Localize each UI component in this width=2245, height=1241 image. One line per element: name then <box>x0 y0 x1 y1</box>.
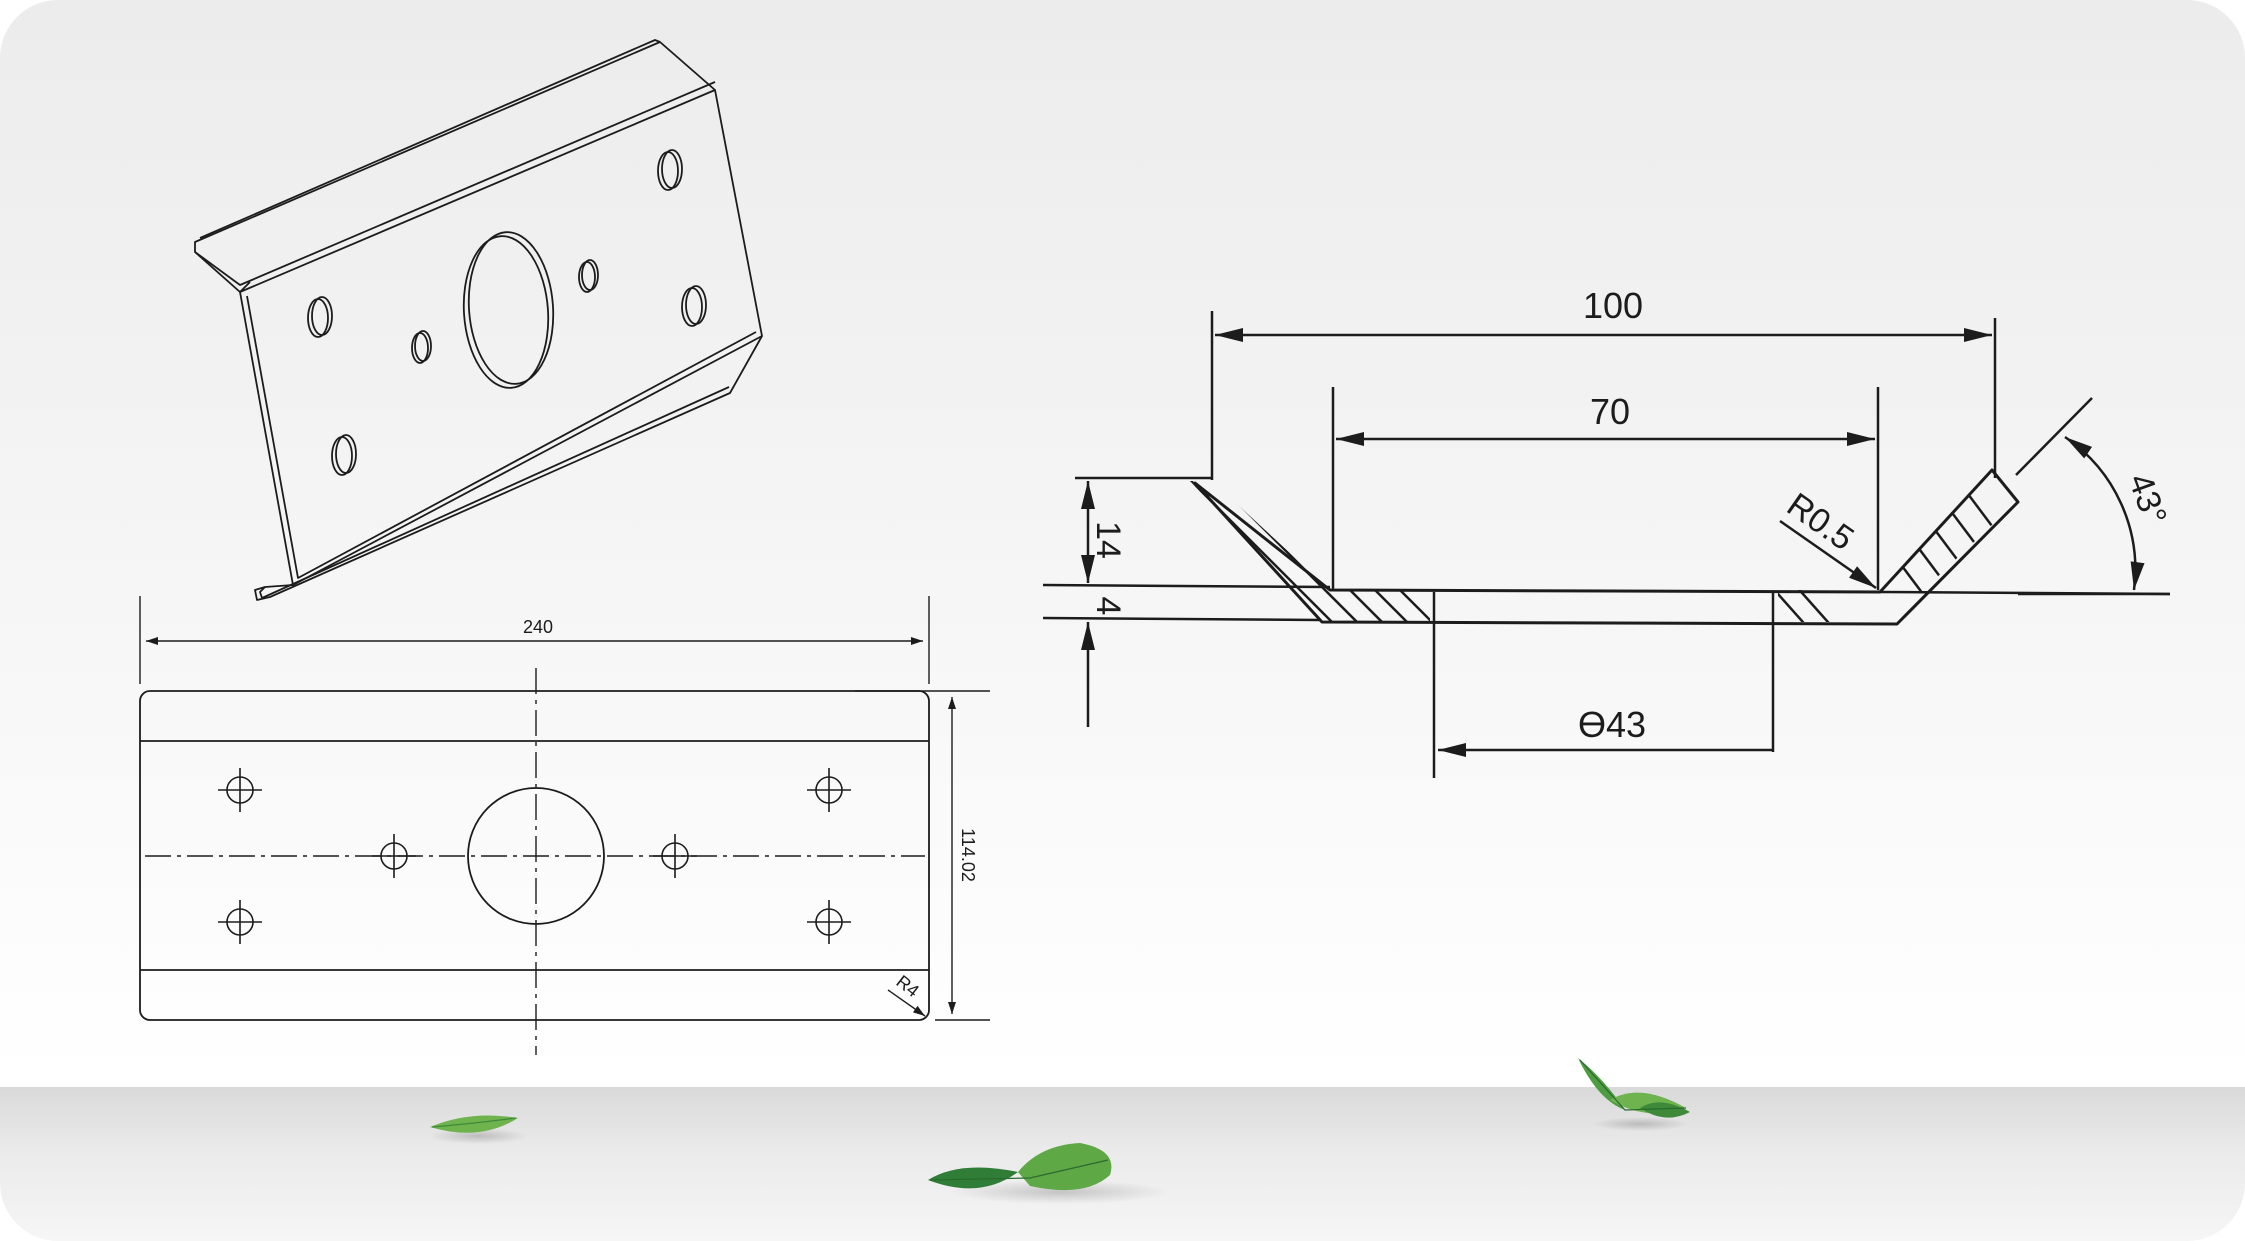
section-height-dim: 14 <box>1089 521 1127 559</box>
leaf-icon <box>1018 1143 1112 1191</box>
section-hole-diameter-dim: ϴ43 <box>1578 704 1646 745</box>
section-bend-radius-dim: R0.5 <box>1780 486 1861 558</box>
front-width-dim: 240 <box>523 617 553 637</box>
leaf-icon <box>928 1167 1018 1189</box>
isometric-view <box>194 39 763 601</box>
section-thickness-dim: 4 <box>1089 597 1127 616</box>
leaf-icon <box>1640 1102 1690 1118</box>
leaf-decorations <box>428 1058 1690 1204</box>
front-height-dim: 114.02 <box>958 828 978 882</box>
section-inner-width-dim: 70 <box>1590 391 1630 432</box>
plate-outline <box>139 690 930 1021</box>
main-hole <box>467 787 605 925</box>
front-view <box>139 596 990 1055</box>
hole-marks <box>218 768 851 944</box>
floor-shadow <box>0 1087 2245 1241</box>
section-outer-width-dim: 100 <box>1583 285 1643 326</box>
profile-outline <box>1193 468 2020 626</box>
leaf-icon <box>430 1115 518 1133</box>
